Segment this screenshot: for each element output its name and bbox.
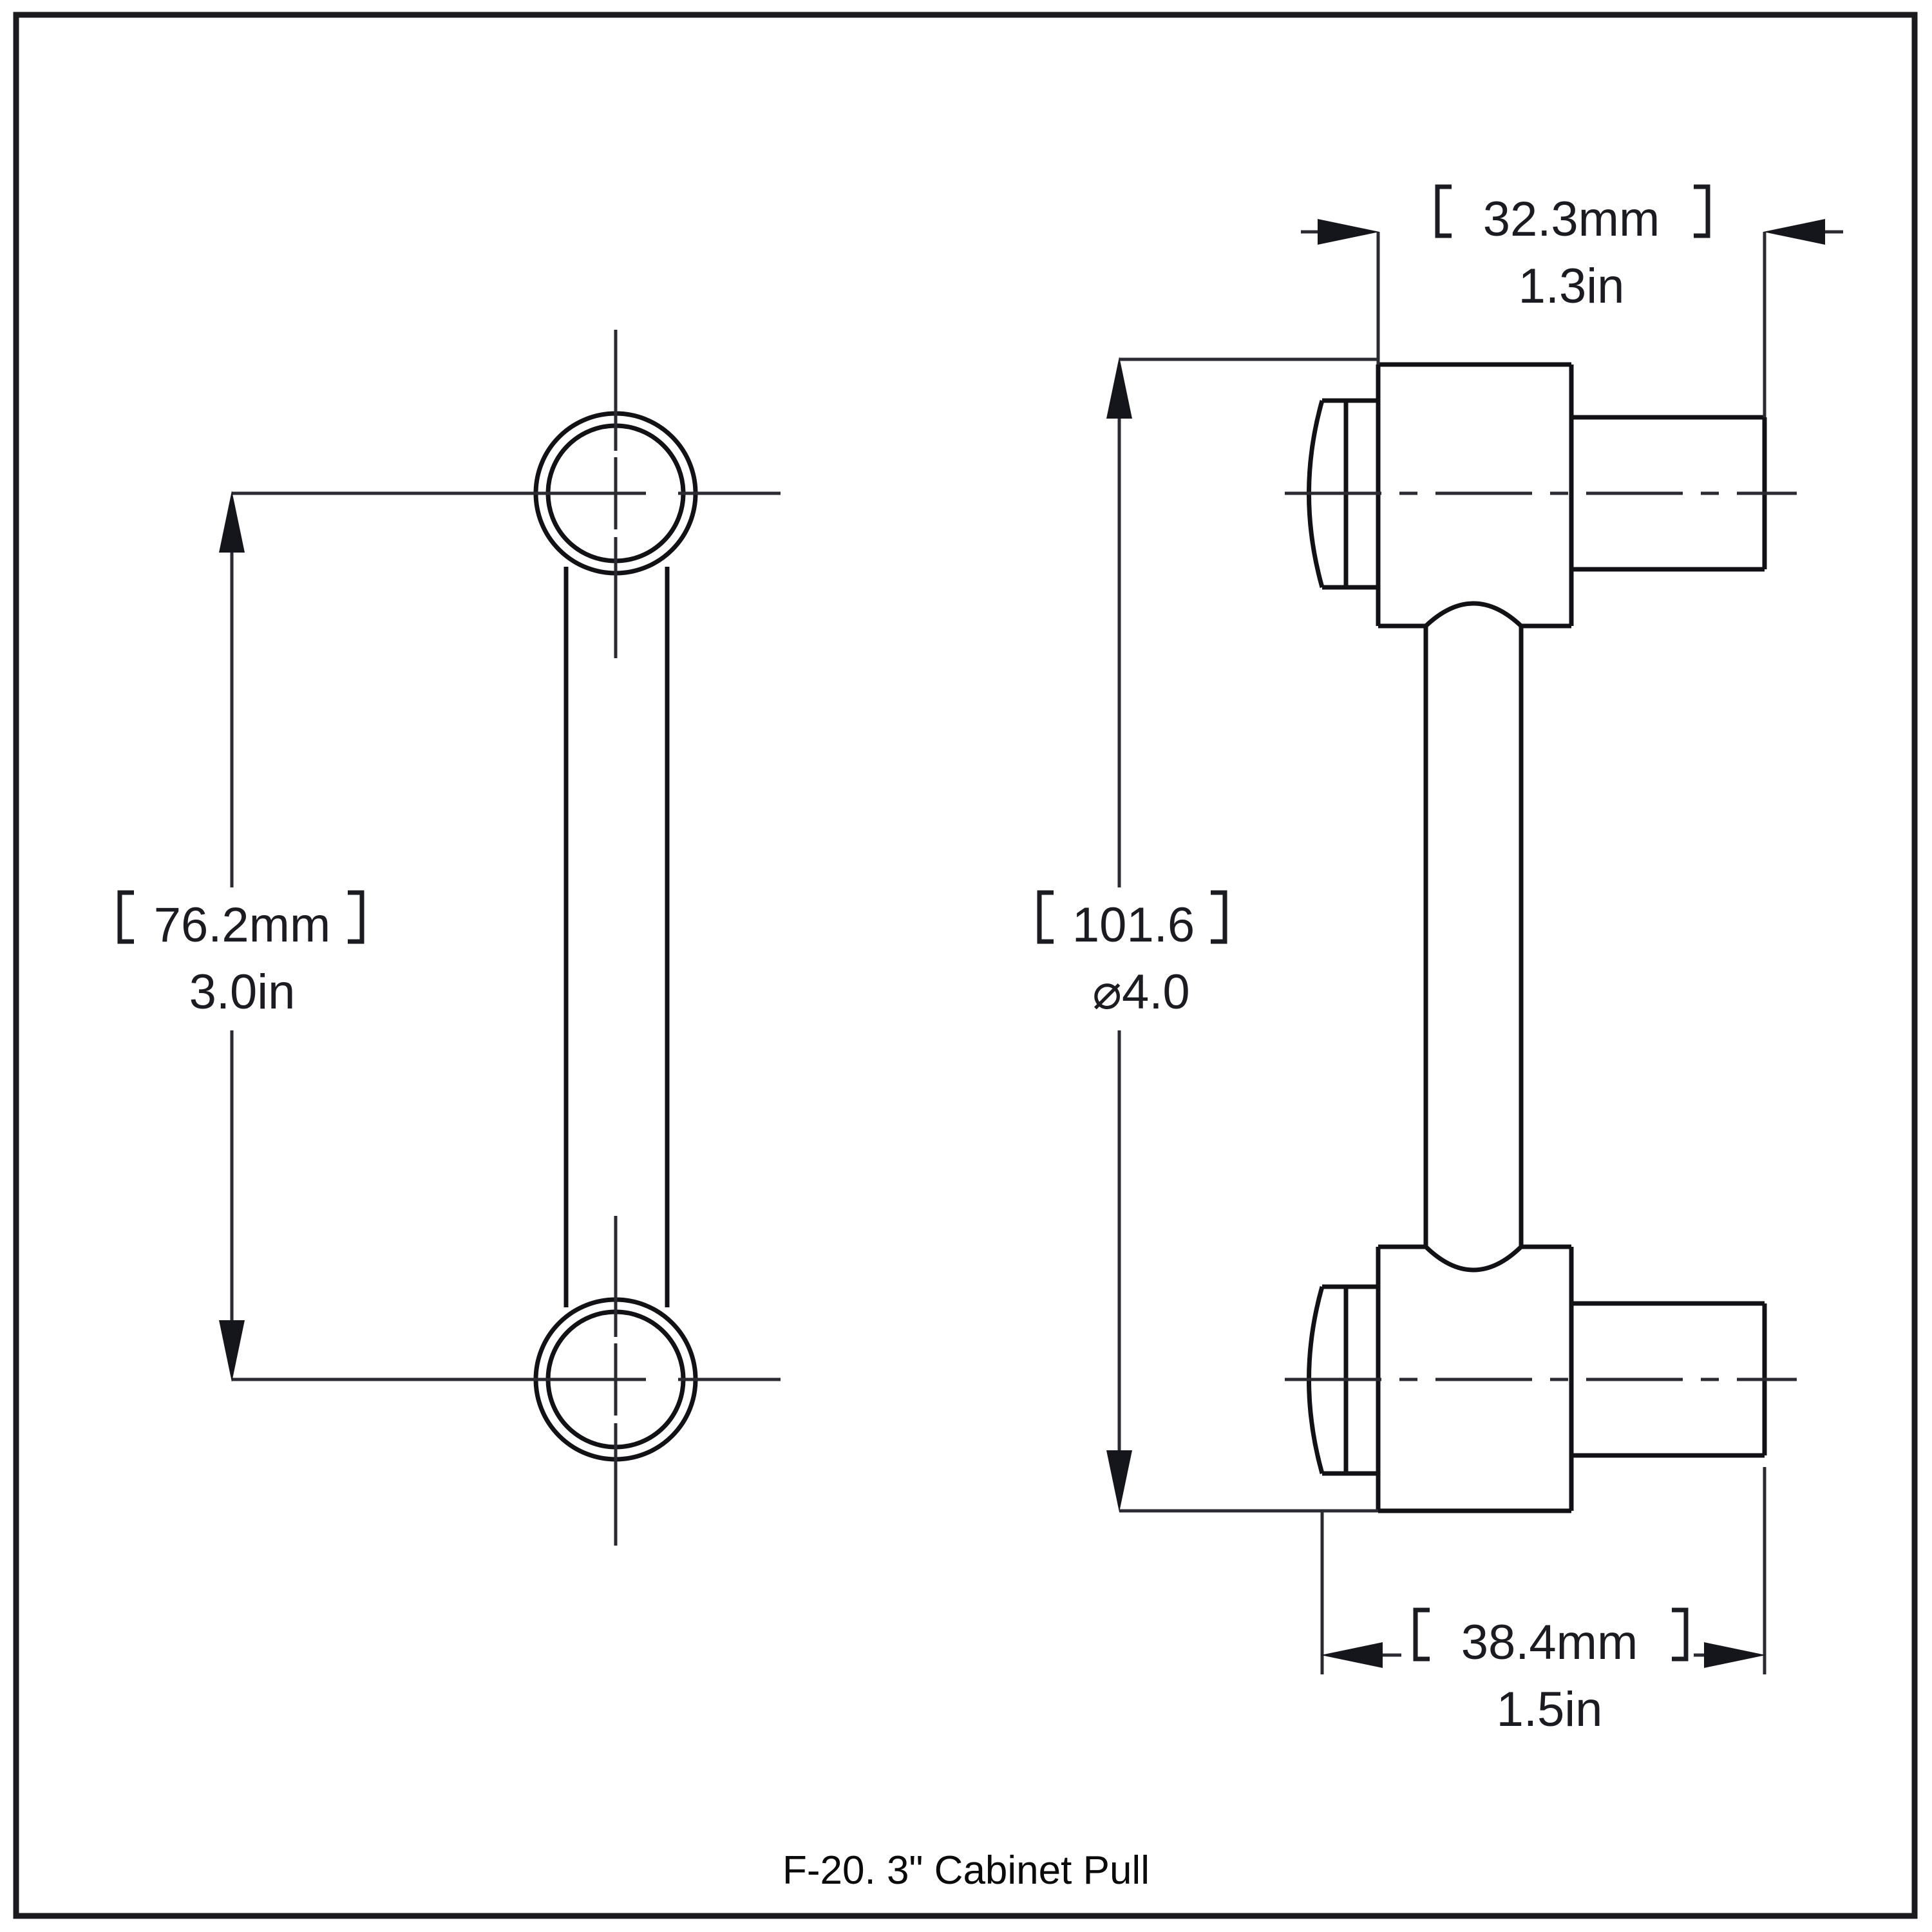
dim-top-arrow-right-icon	[1318, 219, 1379, 245]
dim-center-mm-value: 101.6	[1072, 898, 1195, 952]
sheet-border	[13, 12, 1918, 1919]
dim-bottom-arrow-left-icon	[1321, 1642, 1383, 1668]
dim-top-in-value: 1.3in	[1519, 259, 1625, 314]
dim-left-arrow-down-icon	[219, 1320, 245, 1382]
dim-bottom-arrow-right-icon	[1704, 1642, 1766, 1668]
dim-bottom-bracket-close-icon	[1672, 1607, 1689, 1662]
dim-bottom-in-value: 1.5in	[1497, 1682, 1603, 1737]
side-top-bar-fillet-arc	[1424, 601, 1523, 628]
dim-center-in-value: ⌀4.0	[1092, 965, 1189, 1019]
dimension-bottom-width: 38.4mm 1.5in	[1320, 1467, 1766, 1737]
dim-left-mm-value: 76.2mm	[154, 898, 331, 952]
dim-center-bracket-close-icon	[1211, 890, 1227, 944]
dim-top-arrow-left-icon	[1763, 219, 1825, 245]
dimension-left-height: 76.2mm 3.0in	[117, 491, 365, 1382]
dim-top-bracket-open-icon	[1435, 184, 1452, 238]
dim-left-bracket-close-icon	[348, 890, 365, 944]
side-bottom-bar-fillet-arc	[1424, 1245, 1523, 1273]
drawing-caption: F-20. 3" Cabinet Pull	[782, 1848, 1150, 1893]
dim-left-arrow-up-icon	[219, 491, 245, 553]
dim-bottom-mm-value: 38.4mm	[1461, 1615, 1638, 1670]
dim-center-bracket-open-icon	[1037, 890, 1054, 944]
side-view	[1285, 362, 1797, 1513]
dim-top-bracket-close-icon	[1694, 184, 1710, 238]
dim-bottom-bracket-open-icon	[1413, 1607, 1430, 1662]
dim-center-arrow-up-icon	[1106, 357, 1132, 419]
dim-center-arrow-down-icon	[1106, 1450, 1132, 1512]
dimension-center-height: 101.6 ⌀4.0	[1037, 357, 1378, 1513]
dim-left-bracket-open-icon	[117, 890, 134, 944]
front-view	[232, 330, 781, 1546]
dim-left-in-value: 3.0in	[189, 965, 296, 1019]
dimension-top-width: 32.3mm 1.3in	[1301, 184, 1843, 417]
dim-top-mm-value: 32.3mm	[1483, 192, 1660, 247]
